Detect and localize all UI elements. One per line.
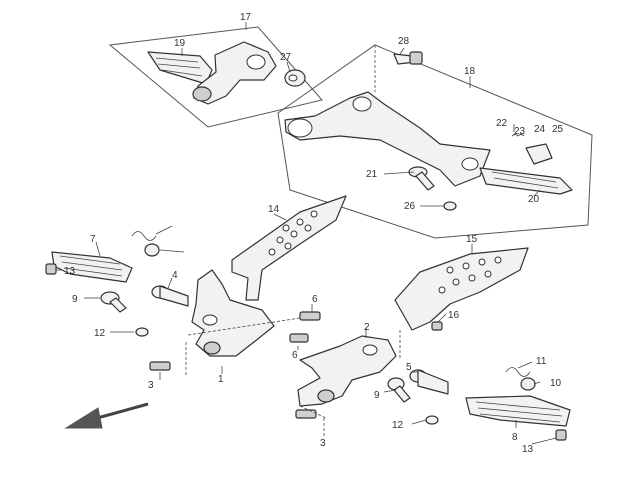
callout-16: 16 [448,310,460,321]
part-26-clip [443,201,457,211]
part-3-bolt-right [295,409,317,419]
part-11-spring [131,231,157,241]
callout-28: 28 [398,36,410,47]
part-6-bolt [299,311,321,321]
part-16-bolt [431,321,443,331]
part-5-pivot [409,369,449,395]
part-6-bolt-lower [289,333,309,343]
callout-9-right: 9 [374,390,380,401]
callout-26: 26 [404,201,416,212]
callout-24: 24 [534,124,546,135]
callout-23: 23 [514,126,526,137]
callout-14: 14 [268,204,280,215]
part-27-bush [284,69,306,87]
callout-8: 8 [512,432,518,443]
part-1-main-bracket [191,269,275,357]
callout-7: 7 [90,234,96,245]
callout-2: 2 [364,322,370,333]
callout-5: 5 [406,362,412,373]
callout-18: 18 [464,66,476,77]
part-15-heel-plate [394,247,529,331]
part-9-pin-right [387,377,411,403]
group-frame-17 [108,26,323,128]
part-28-bolt [393,51,423,65]
callout-9: 9 [72,294,78,305]
callout-13-right: 13 [522,444,534,455]
callout-6-lower: 6 [292,350,298,361]
part-13-bolt-right [555,429,567,441]
callout-6: 6 [312,294,318,305]
part-14-heel-plate [231,195,347,301]
part-4-pivot [151,285,189,307]
part-19-footpeg [147,51,213,85]
part-17-bracket [192,41,277,105]
part-12-clip-right [425,415,439,425]
callout-11-right: 11 [536,356,547,367]
part-13-bolt [45,263,57,275]
callout-10-right: 10 [550,378,562,389]
callout-20: 20 [528,194,540,205]
part-2-main-bracket [297,335,397,407]
callout-15: 15 [466,234,478,245]
callout-4: 4 [172,270,178,281]
callout-1: 1 [218,374,224,385]
callout-21: 21 [366,169,378,180]
part-22-spring [511,133,525,137]
part-9-pin [100,291,127,313]
callout-27: 27 [280,52,292,63]
direction-arrow-icon [64,402,149,429]
part-11-spring-right [505,367,531,377]
callouts: 17 19 27 28 18 22 23 24 25 21 26 20 14 1… [64,12,564,455]
part-12-clip [135,327,149,337]
callout-12-right: 12 [392,420,404,431]
part-21-pin [408,166,435,191]
callout-22: 22 [496,118,508,129]
part-18-rear-bracket [284,91,491,187]
callout-25: 25 [552,124,564,135]
leader-lines [56,22,557,445]
callout-13: 13 [64,266,76,277]
callout-12: 12 [94,328,106,339]
part-10-bush [144,243,160,257]
callout-3-right: 3 [320,438,326,449]
callout-17: 17 [240,12,252,23]
part-3-bolt [149,361,171,371]
part-10-bush-right [520,377,536,391]
part-20-footpeg [479,167,573,195]
callout-19: 19 [174,38,186,49]
part-24-plate [525,143,553,165]
callout-3: 3 [148,380,154,391]
part-8-footpeg [465,395,571,427]
